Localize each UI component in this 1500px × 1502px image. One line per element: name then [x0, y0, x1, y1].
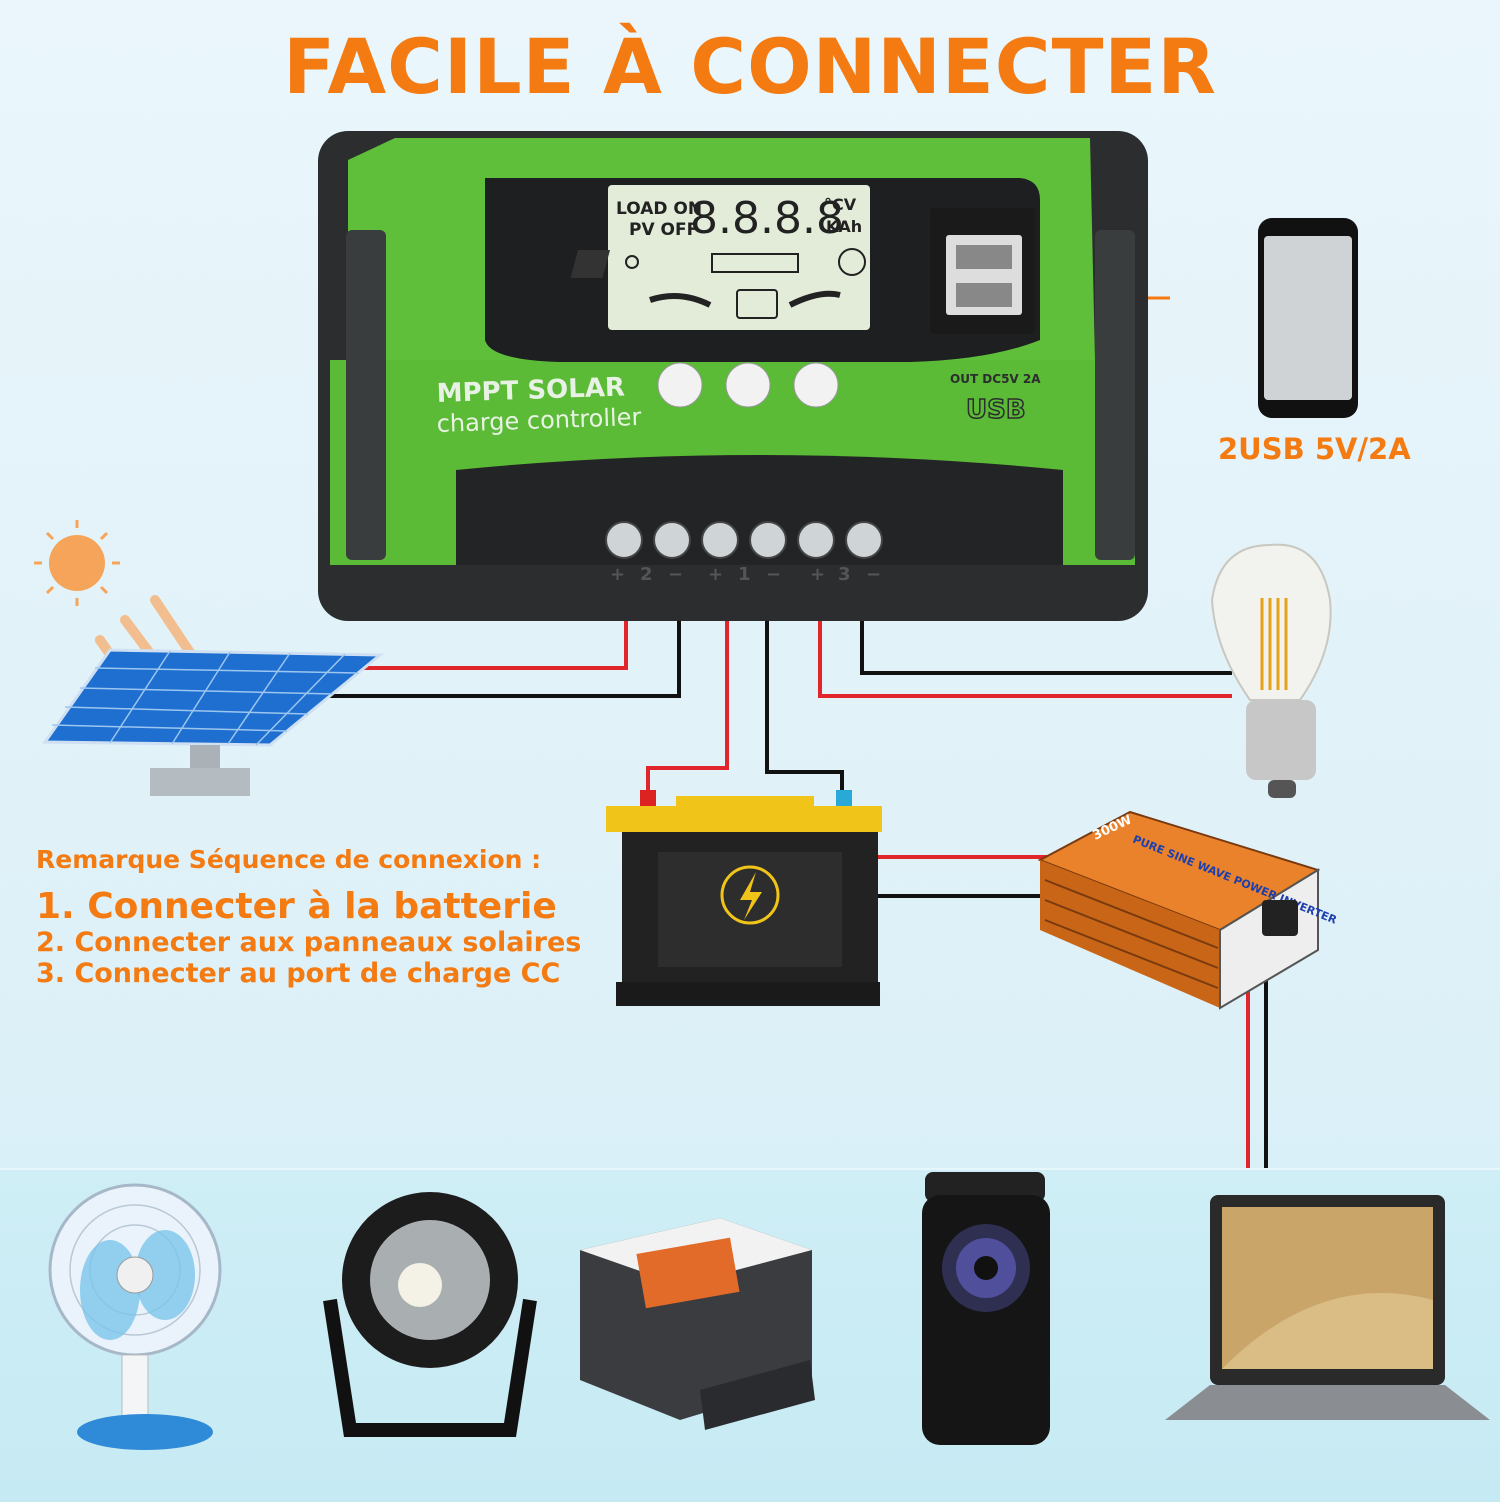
lcd-pv-off: PV OFF — [629, 220, 698, 240]
lcd-battery-face-icon — [736, 289, 778, 319]
laptop-icon — [1165, 1195, 1490, 1420]
usb-output-label: OUT DC5V 2A — [950, 372, 1041, 386]
smartphone-icon — [1258, 218, 1358, 418]
terminal-battery-positive — [701, 521, 739, 559]
lcd-unit-temp-volt: °CV — [824, 195, 857, 214]
terminal-load-positive — [797, 521, 835, 559]
printer-icon — [580, 1218, 815, 1430]
terminal-labels: + 2 − + 1 − + 3 − — [610, 564, 881, 585]
controller-brand: MPPT SOLAR — [436, 372, 625, 409]
notes-step-3: 3. Connecter au port de charge CC — [36, 958, 561, 989]
lcd-bulb-icon — [838, 248, 866, 276]
lcd-arrow-left-icon — [649, 293, 712, 308]
wire-solar-negative — [330, 600, 681, 698]
svg-text:2: 2 — [640, 564, 653, 585]
svg-text:+: + — [610, 564, 625, 585]
printer-photo — [636, 1237, 740, 1309]
lcd-unit-kah: KAh — [826, 217, 862, 236]
notes-step-1: 1. Connecter à la batterie — [36, 886, 557, 927]
fan-icon — [48, 1183, 222, 1450]
svg-text:−: − — [866, 564, 881, 585]
lcd-panel-icon — [570, 250, 611, 278]
light-bulb-icon — [1210, 543, 1332, 798]
charge-controller: LOAD ON PV OFF 8.8.8.8 °CV KAh MPPT SOLA… — [318, 131, 1148, 621]
svg-text:−: − — [766, 564, 781, 585]
wire-battery-negative — [765, 600, 844, 790]
down-button[interactable] — [793, 362, 839, 408]
menu-button[interactable] — [657, 362, 703, 408]
battery-negative-terminal — [836, 790, 852, 808]
lcd-digits: 8.8.8.8 — [690, 193, 844, 244]
lcd-load-on: LOAD ON — [616, 199, 702, 219]
notes-heading: Remarque Séquence de connexion : — [36, 845, 542, 874]
lcd-arrow-right-icon — [788, 290, 841, 308]
svg-text:−: − — [668, 564, 683, 585]
connection-notes: Remarque Séquence de connexion : 1. Conn… — [36, 845, 581, 989]
terminal-screws — [605, 521, 883, 559]
terminal-solar-positive — [605, 521, 643, 559]
speaker-icon — [922, 1172, 1050, 1445]
wire-load-positive — [818, 600, 1232, 698]
up-button[interactable] — [725, 362, 771, 408]
svg-text:+: + — [810, 564, 825, 585]
solar-panel-icon — [42, 648, 385, 796]
terminal-solar-negative — [653, 521, 691, 559]
terminal-battery-negative — [749, 521, 787, 559]
page-title: FACILE À CONNECTER — [283, 22, 1217, 111]
inverter-outlet — [1262, 900, 1298, 936]
usb-output-label-text: 2USB 5V/2A — [1218, 432, 1411, 466]
svg-text:+: + — [708, 564, 723, 585]
lcd-battery-level-icon — [711, 253, 799, 273]
inverter-icon: PURE SINE WAVE POWER INVERTER 300W — [1037, 810, 1339, 1010]
wire-load-negative — [860, 600, 1232, 675]
battery-icon — [606, 790, 882, 1006]
notes-step-2: 2. Connecter aux panneaux solaires — [36, 927, 582, 958]
terminal-load-negative — [845, 521, 883, 559]
battery-positive-terminal — [640, 790, 656, 808]
stage-light-icon — [323, 1192, 537, 1437]
svg-text:3: 3 — [838, 564, 851, 585]
wire-battery-positive — [646, 600, 729, 790]
svg-text:1: 1 — [738, 564, 751, 585]
wire-solar-positive — [360, 600, 628, 670]
lcd-sun-icon — [625, 255, 639, 269]
usb-mark: USB — [966, 395, 1026, 425]
